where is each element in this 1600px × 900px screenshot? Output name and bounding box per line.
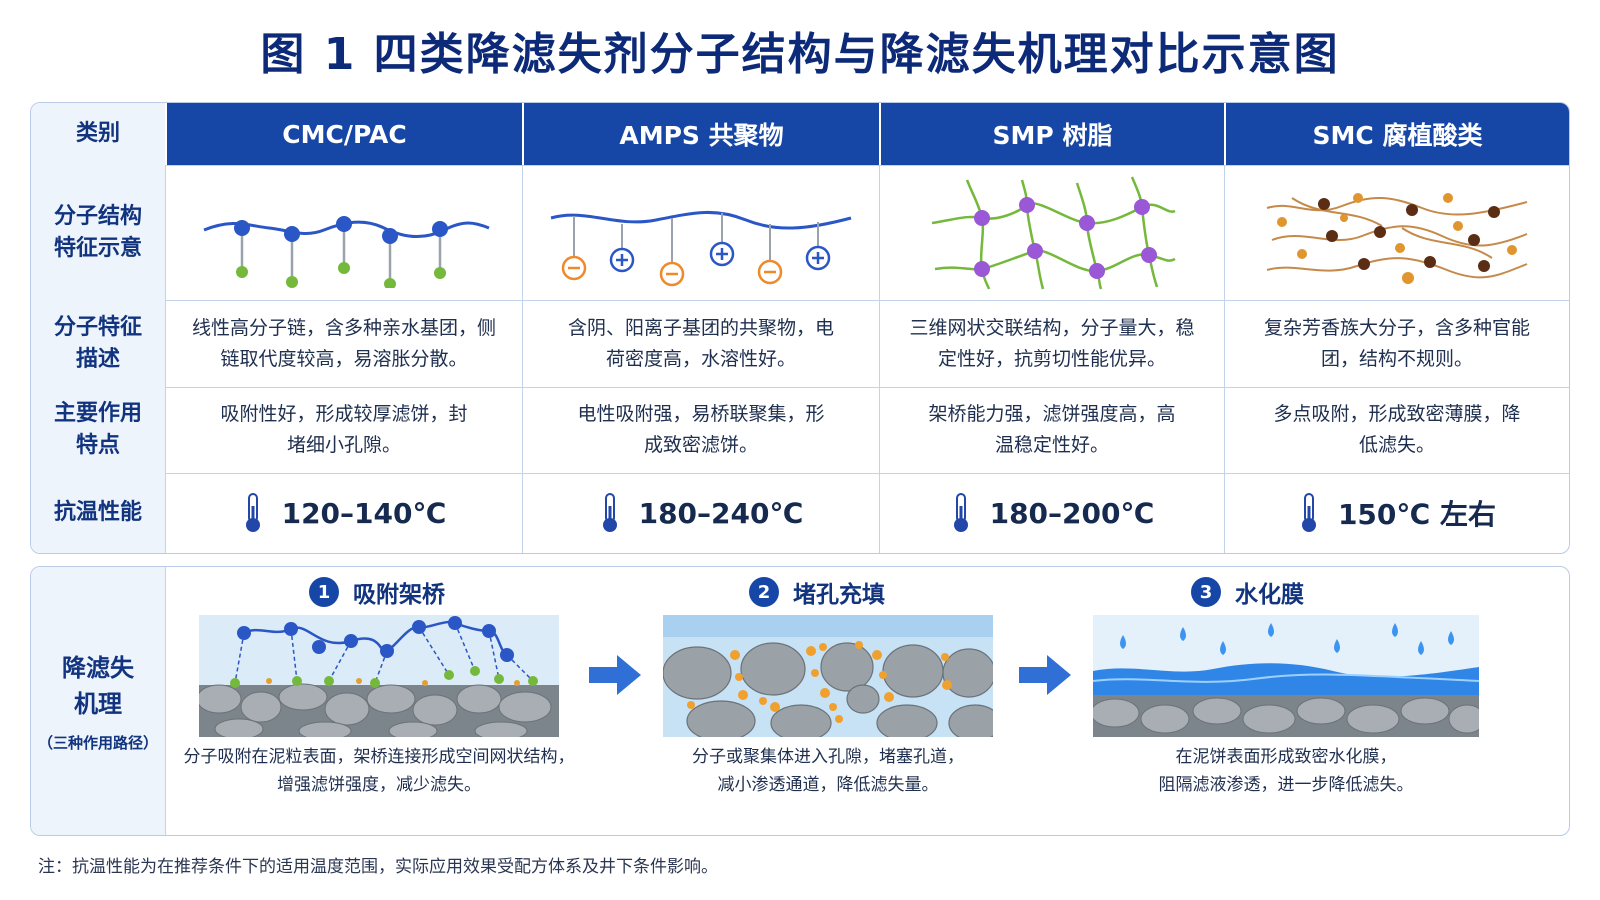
step-1-desc-line2: 增强滤饼强度，减少滤失。 xyxy=(277,775,481,795)
column-header-smp: SMP 树脂 xyxy=(879,103,1224,165)
column-header-smc: SMC 腐植酸类 xyxy=(1224,103,1569,165)
step-3-desc-line2: 阻隔滤液渗透，进一步降低滤失。 xyxy=(1158,775,1414,795)
temperature-row-label: 抗温性能 xyxy=(31,473,165,553)
thermometer-icon xyxy=(1301,493,1316,532)
adsorption-bridging-illustration xyxy=(199,615,559,737)
structure-row-label: 分子结构特征示意 xyxy=(53,203,142,261)
temperature-cmc: 120–140℃ xyxy=(281,496,447,530)
table-header-row: 类别 CMC/PAC AMPS 共聚物 SMP 树脂 SMC 腐植酸类 xyxy=(31,103,1569,166)
amps-copolymer-diagram xyxy=(550,210,852,286)
step-3-desc-line1: 在泥饼表面形成致密水化膜， xyxy=(1175,747,1397,767)
action-cmc: 吸附性好，形成较厚滤饼，封堵细小孔隙。 xyxy=(220,403,468,456)
step-1-label: 吸附架桥 xyxy=(353,582,445,608)
mechanism-panel: 降滤失机理 （三种作用路径） 1 吸附架桥 分子吸附在泥粒表面，架桥连接形成空间… xyxy=(30,566,1570,836)
cmc-linear-chain-diagram xyxy=(203,215,490,288)
thermometer-icon xyxy=(602,493,617,532)
step-1-number: 1 xyxy=(309,577,339,607)
footnote: 注：抗温性能为在推荐条件下的适用温度范围，实际应用效果受配方体系及井下条件影响。 xyxy=(38,857,718,877)
thermometer-icon xyxy=(245,493,260,532)
thermometer-icon xyxy=(953,493,968,532)
page-title: 图 1 四类降滤失剂分子结构与降滤失机理对比示意图 xyxy=(260,29,1340,80)
arrow-right-icon xyxy=(1019,655,1071,695)
step-2-number: 2 xyxy=(749,577,779,607)
action-amps: 电性吸附强，易桥联聚集，形成致密滤饼。 xyxy=(577,403,825,456)
step-1-desc-line1: 分子吸附在泥粒表面，架桥连接形成空间网状结构， xyxy=(183,747,575,767)
feature-row-label: 分子特征描述 xyxy=(53,314,142,372)
step-3-title: 3 水化膜 xyxy=(1191,575,1304,609)
temperature-amps: 180–240℃ xyxy=(638,496,804,530)
step-2-label: 堵孔充填 xyxy=(793,582,885,608)
category-header: 类别 xyxy=(31,103,165,165)
feature-row: 分子特征描述 线性高分子链，含多种亲水基团，侧链取代度较高，易溶胀分散。 含阴、… xyxy=(31,300,1569,388)
step-2-desc-line1: 分子或聚集体进入孔隙，堵塞孔道， xyxy=(692,747,964,767)
step-2-desc-line2: 减小渗透通道，降低滤失量。 xyxy=(717,775,939,795)
temperature-row: 抗温性能 120–140℃ 180–240℃ 180–200℃ 150℃ 左右 xyxy=(31,473,1569,553)
plus-sign-icon xyxy=(609,241,831,272)
step-3-number: 3 xyxy=(1191,577,1221,607)
hydration-film-illustration xyxy=(1093,615,1479,737)
smp-network-diagram xyxy=(931,176,1176,290)
action-row-label: 主要作用特点 xyxy=(53,401,142,458)
action-smc: 多点吸附，形成致密薄膜，降低滤失。 xyxy=(1273,403,1521,456)
temperature-smc: 150℃ 左右 xyxy=(1337,498,1497,531)
smc-humic-diagram xyxy=(1266,192,1528,284)
column-header-amps: AMPS 共聚物 xyxy=(522,103,879,165)
mechanism-label: 降滤失机理 xyxy=(62,653,134,718)
temperature-smp: 180–200℃ xyxy=(989,496,1155,530)
feature-smp: 三维网状交联结构，分子量大，稳定性好，抗剪切性能优异。 xyxy=(909,316,1195,370)
column-header-cmc: CMC/PAC xyxy=(165,103,522,165)
action-smp: 架桥能力强，滤饼强度高，高温稳定性好。 xyxy=(928,403,1176,456)
pore-filling-illustration xyxy=(663,615,993,737)
step-3-label: 水化膜 xyxy=(1235,582,1304,608)
action-row: 主要作用特点 吸附性好，形成较厚滤饼，封堵细小孔隙。 电性吸附强，易桥联聚集，形… xyxy=(31,387,1569,474)
comparison-table: 类别 CMC/PAC AMPS 共聚物 SMP 树脂 SMC 腐植酸类 分子结构… xyxy=(30,102,1570,554)
feature-smc: 复杂芳香族大分子，含多种官能团，结构不规则。 xyxy=(1263,316,1530,370)
step-2-title: 2 堵孔充填 xyxy=(749,575,885,609)
arrow-right-icon xyxy=(589,655,641,695)
step-1-title: 1 吸附架桥 xyxy=(309,575,445,609)
feature-cmc: 线性高分子链，含多种亲水基团，侧链取代度较高，易溶胀分散。 xyxy=(191,316,496,370)
mechanism-label-cell: 降滤失机理 （三种作用路径） xyxy=(31,567,166,835)
mechanism-sublabel: （三种作用路径） xyxy=(37,733,158,752)
structure-row: 分子结构特征示意 xyxy=(31,165,1569,301)
feature-amps: 含阴、阳离子基团的共聚物，电荷密度高，水溶性好。 xyxy=(567,316,834,370)
